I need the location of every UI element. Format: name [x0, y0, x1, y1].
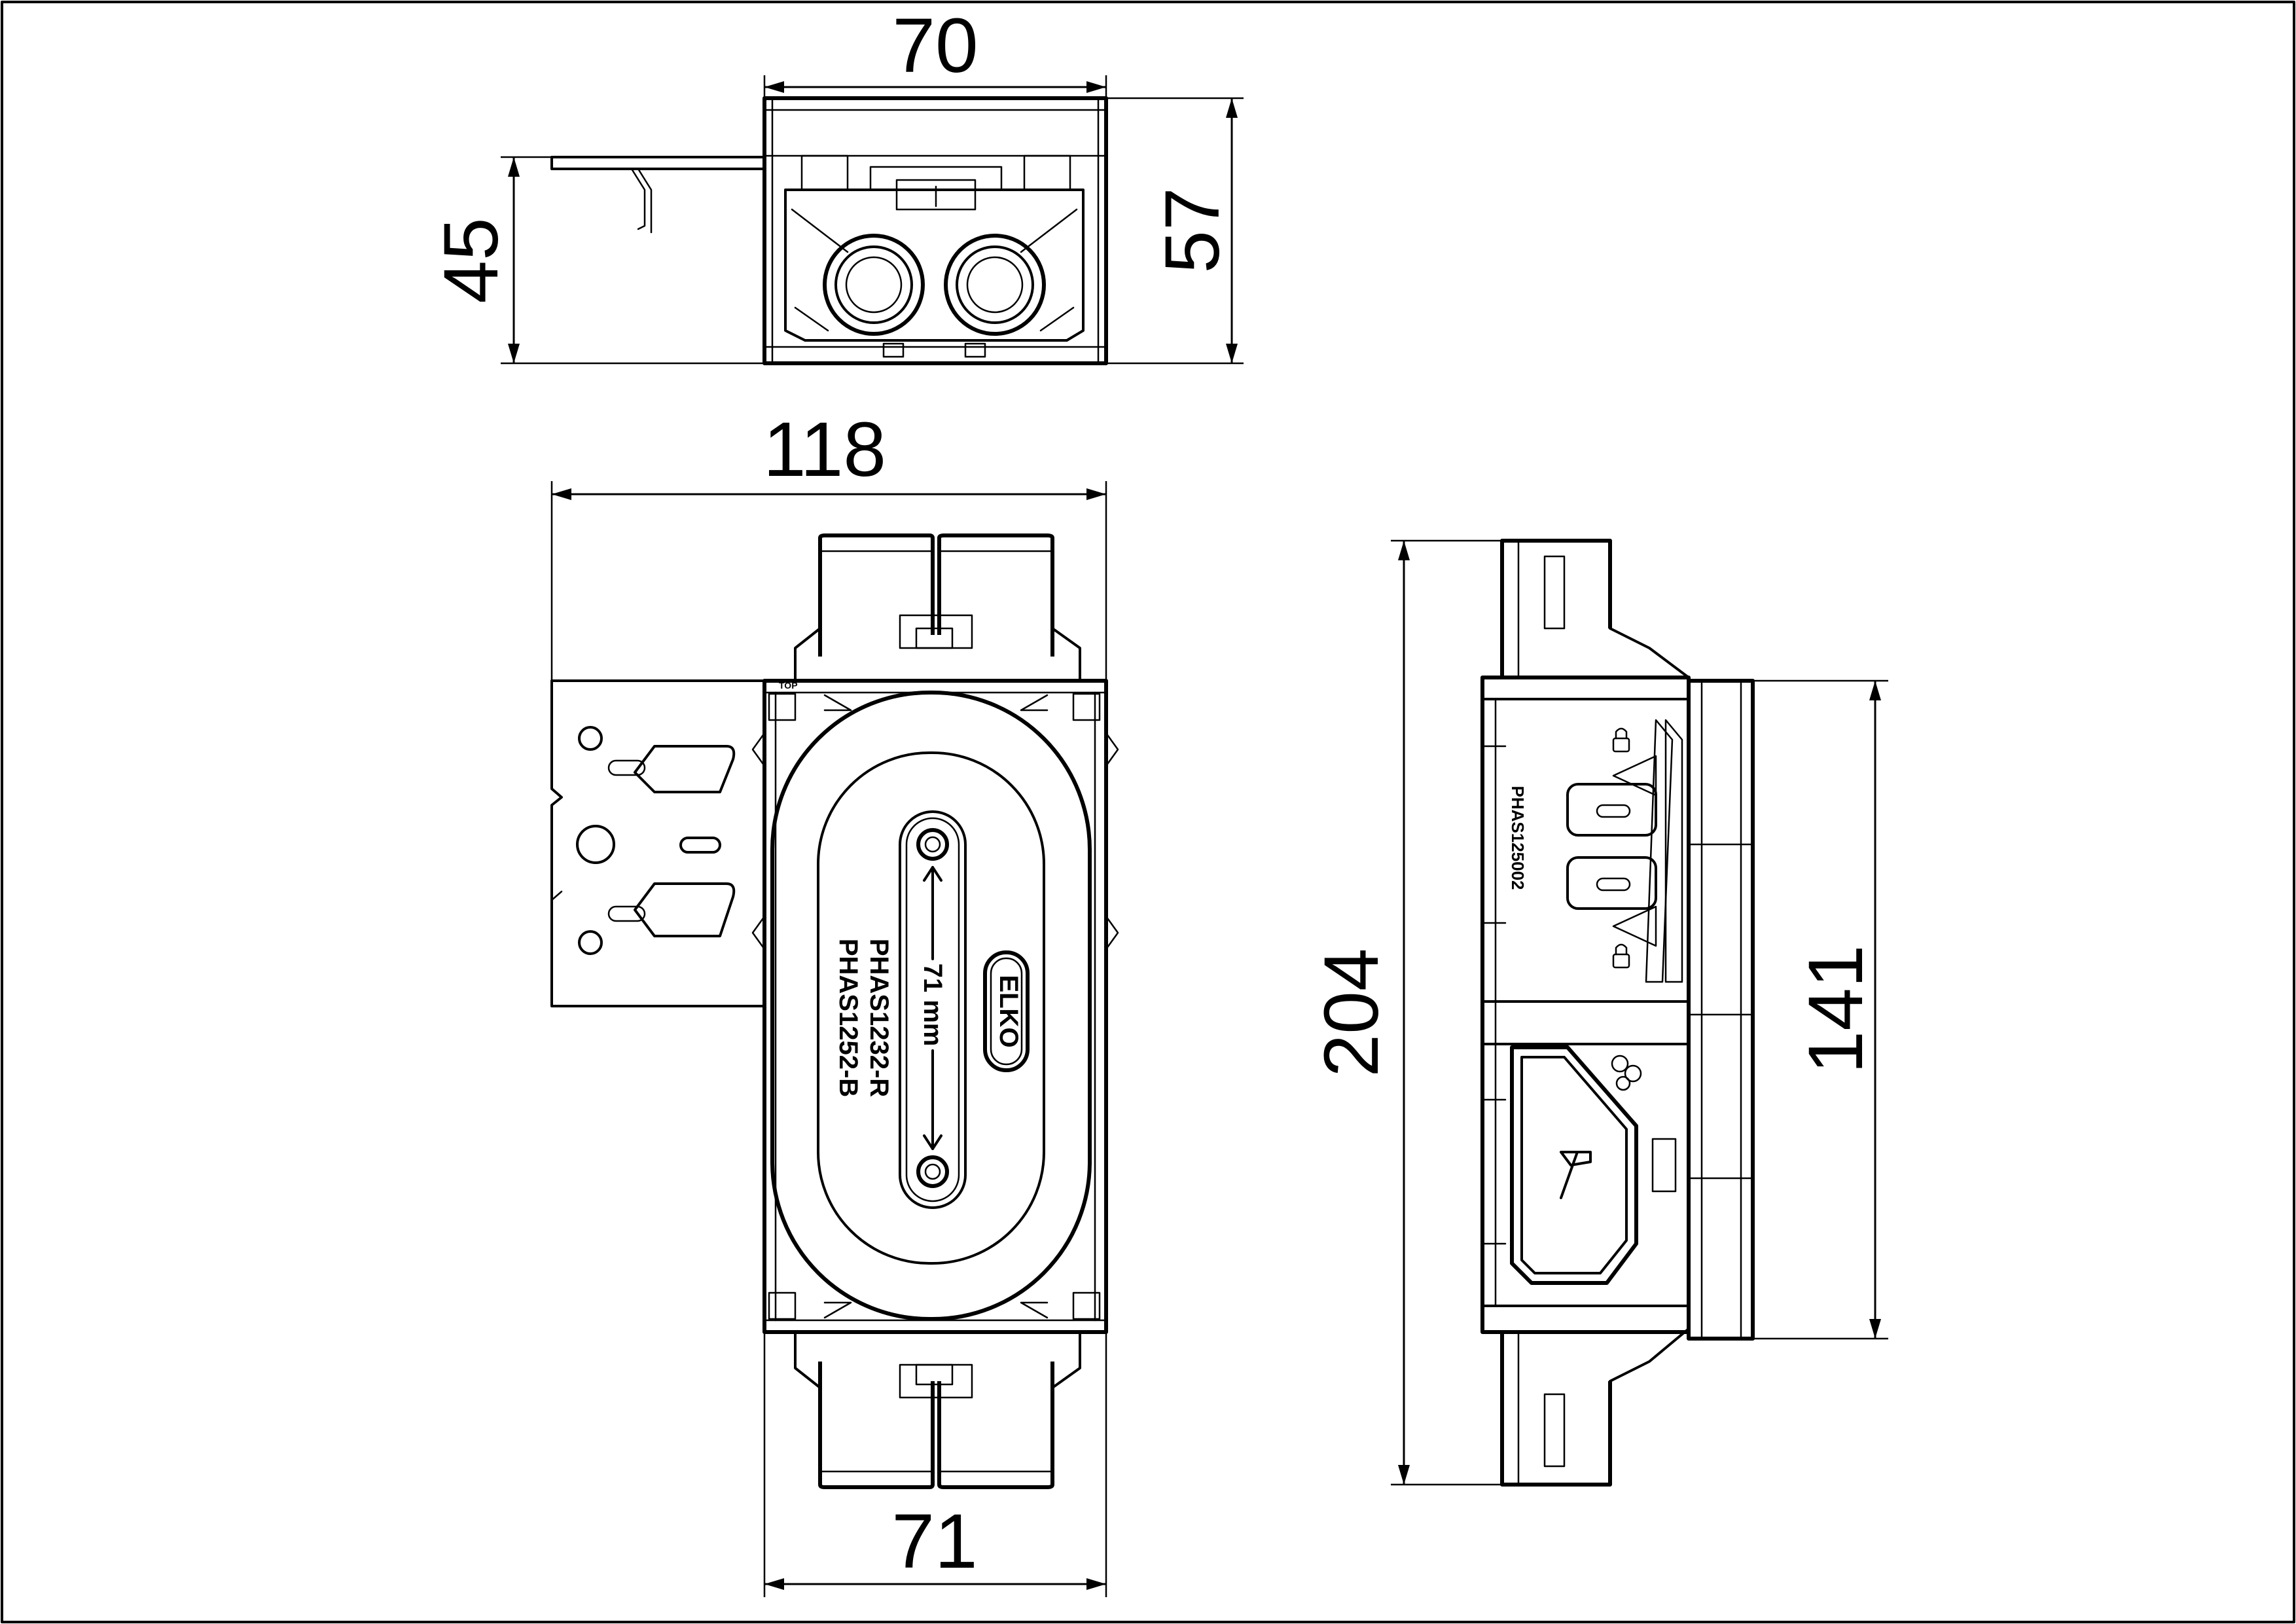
lock-icon — [1612, 727, 1630, 969]
article-number-b: PHAS1252-B — [834, 939, 863, 1097]
dim-top-left-height: 45 — [428, 156, 764, 365]
front-screw-top — [916, 828, 949, 861]
elko-logo-text: ELKO — [994, 975, 1023, 1047]
front-view: TOP 71 mm PHAS1232-R PHAS1252-B — [550, 533, 1119, 1489]
top-cable-entry-right — [944, 234, 1046, 336]
article-number-r: PHAS1232-R — [865, 939, 893, 1097]
front-cover-oval — [770, 691, 1092, 1321]
dim-45-label: 45 — [428, 217, 514, 303]
front-screw-bottom — [916, 1155, 949, 1188]
dim-front-width: 118 — [550, 406, 1107, 681]
center-distance-label: 71 mm — [918, 964, 947, 1047]
top-body-outline — [762, 96, 1108, 365]
dim-118-label: 118 — [763, 406, 886, 493]
dim-204-label: 204 — [1308, 948, 1395, 1077]
top-mounting-bracket — [550, 156, 766, 234]
dim-top-width: 70 — [763, 3, 1107, 98]
dim-71-label: 71 — [891, 1498, 977, 1585]
side-upper-mechanism: PHAS125002 — [1508, 719, 1683, 983]
eco-icon — [1611, 1055, 1642, 1091]
dim-side-right-height: 141 — [1753, 679, 1888, 1340]
dim-141-label: 141 — [1793, 945, 1879, 1074]
dim-top-right-height: 57 — [1106, 97, 1244, 365]
side-cover-flange — [1687, 679, 1755, 1341]
front-body-outline — [762, 679, 1108, 1334]
side-view: PHAS125002 — [1480, 539, 1755, 1487]
side-knockout — [1510, 1045, 1638, 1285]
dim-57-label: 57 — [1149, 187, 1236, 273]
dim-front-bottom-width: 71 — [763, 1332, 1107, 1597]
front-mounting-plate — [550, 679, 766, 1007]
dim-70-label: 70 — [892, 3, 978, 89]
front-top-entries — [794, 533, 1081, 682]
front-bottom-entries — [794, 1331, 1081, 1489]
center-distance-indicator: 71 mm — [918, 866, 947, 1150]
elko-logo: ELKO — [983, 950, 1030, 1072]
side-article-number: PHAS125002 — [1508, 786, 1528, 890]
hammer-icon — [1560, 1151, 1592, 1199]
dim-side-height: 204 — [1308, 539, 1502, 1486]
top-mark: TOP — [779, 680, 798, 691]
top-view — [550, 96, 1108, 365]
top-cable-entry-left — [823, 234, 925, 336]
front-corner-clips: TOP — [768, 680, 1101, 1320]
